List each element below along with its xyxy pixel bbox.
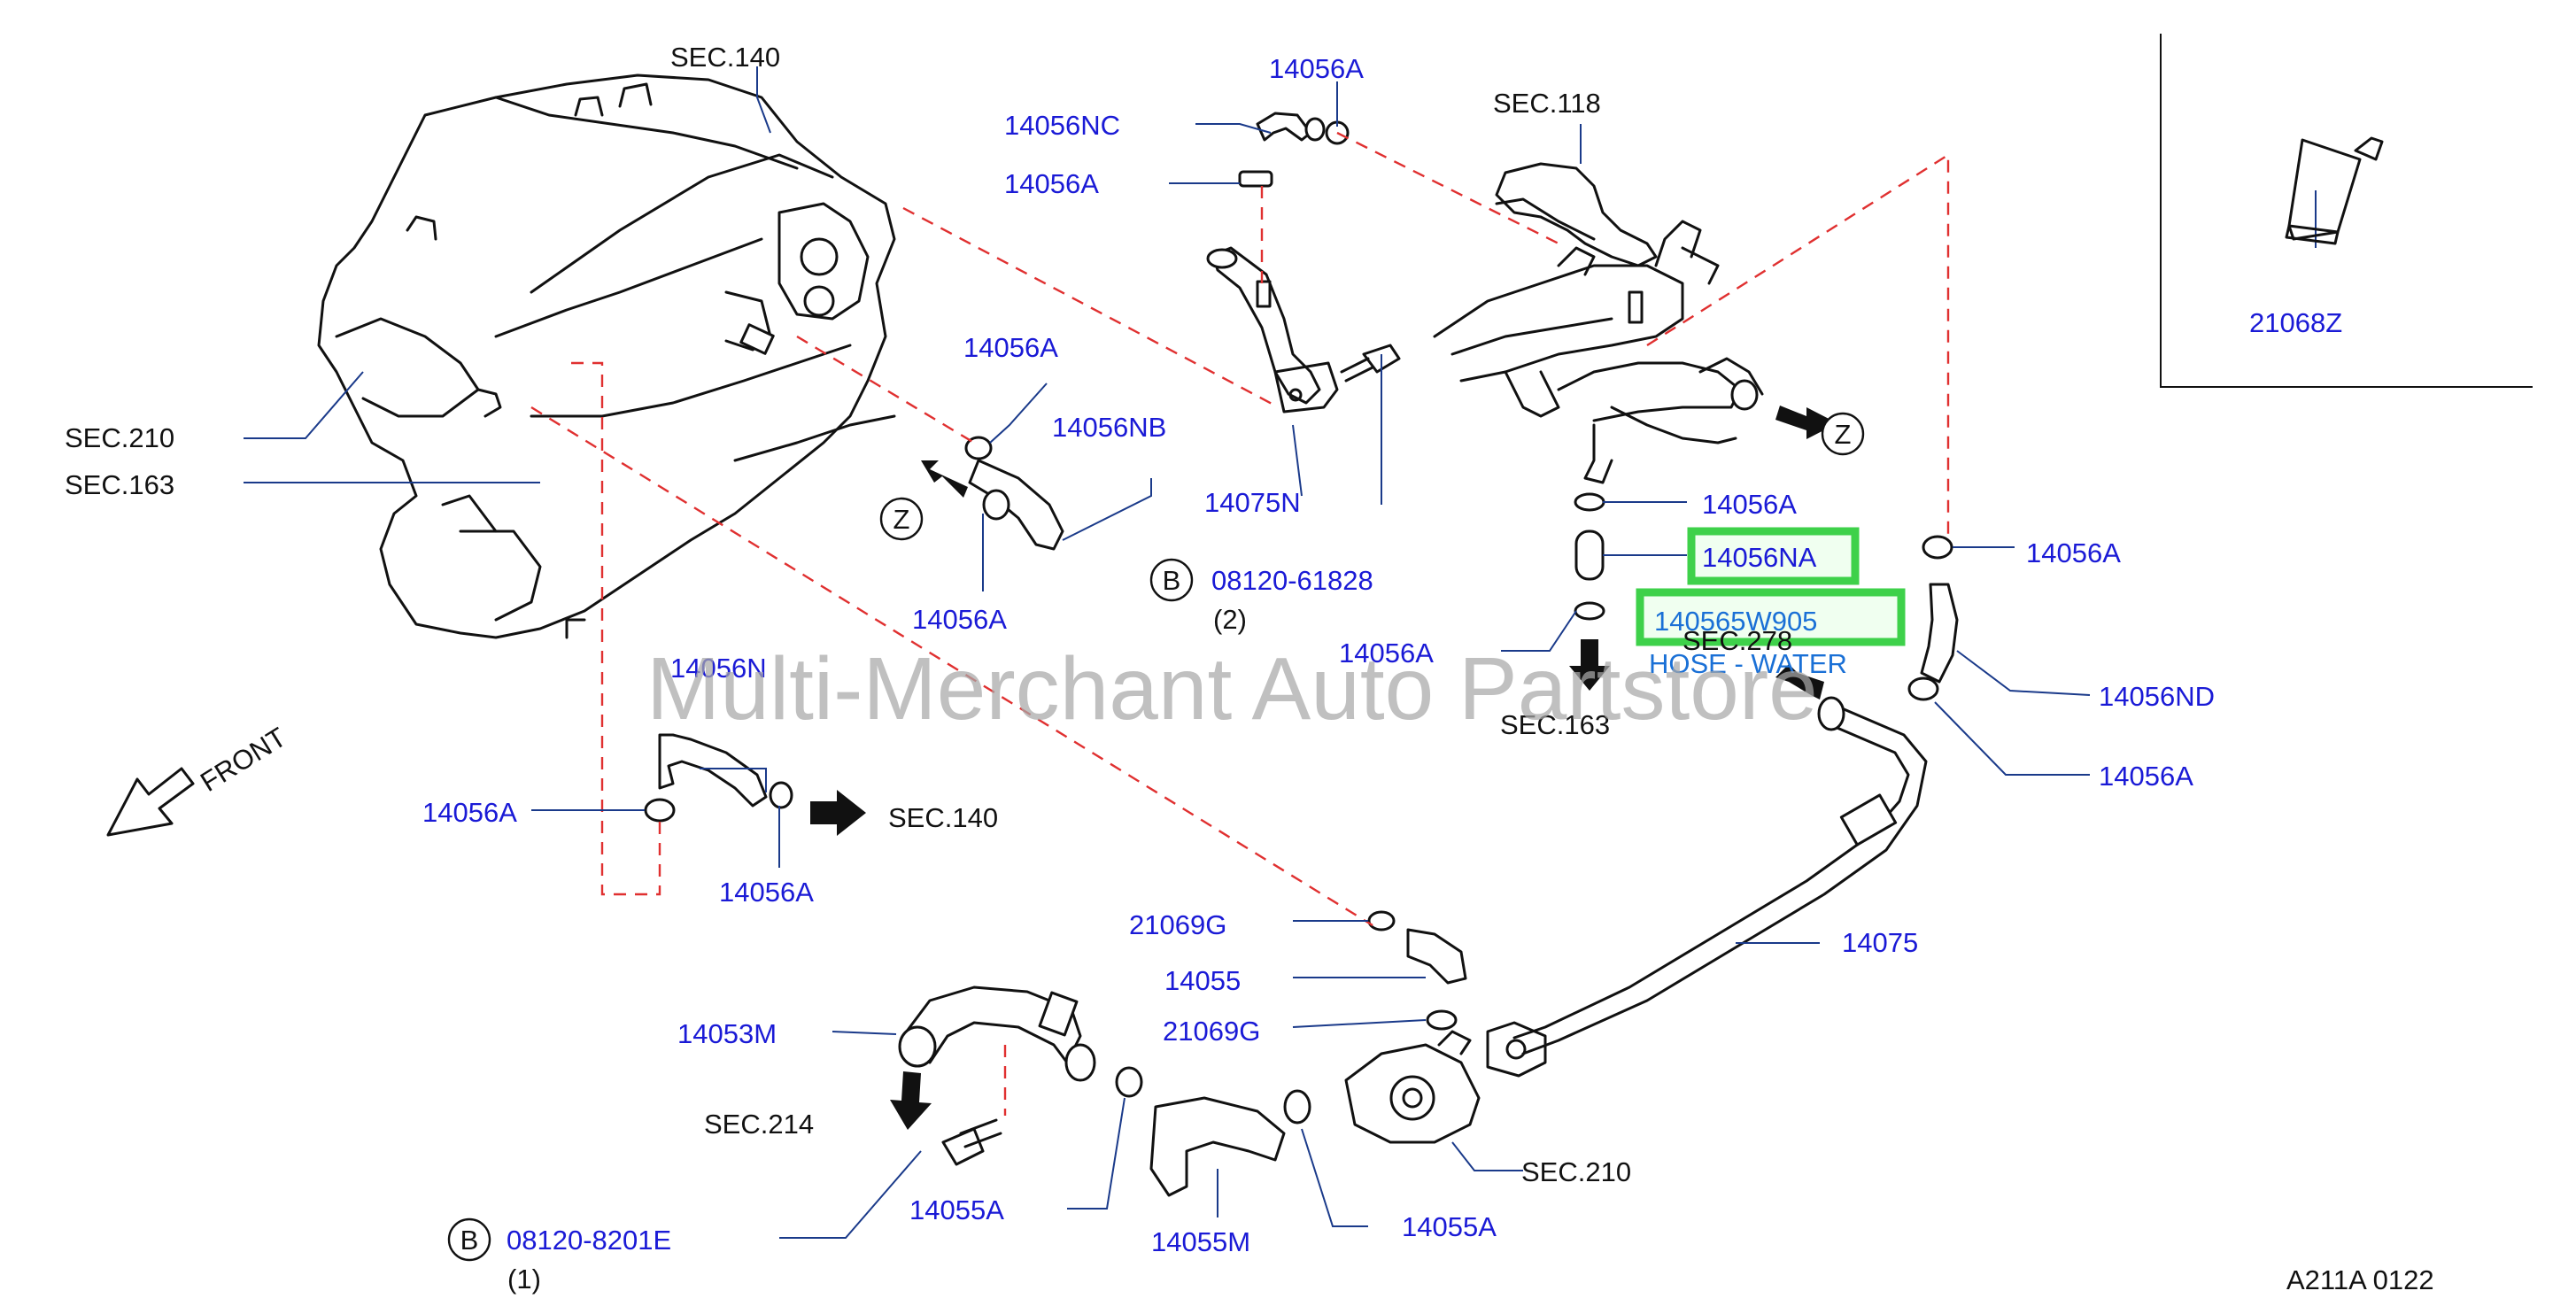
bubble-z-right: Z (1821, 412, 1865, 456)
highlighted-part-description: HOSE - WATER (1649, 648, 1847, 679)
label-14055: 14055 (1164, 965, 1241, 996)
label-08120-61828: 08120-61828 (1211, 565, 1373, 596)
svg-text:B: B (1163, 565, 1181, 596)
label-qty-1: (1) (507, 1264, 541, 1295)
label-sec163-mid: SEC.163 (1500, 709, 1610, 740)
label-sec140-bottom: SEC.140 (888, 802, 998, 833)
label-14055a-2: 14055A (1402, 1211, 1497, 1242)
label-sec210-bottom: SEC.210 (1521, 1156, 1631, 1187)
label-14056a-top: 14056A (1269, 53, 1364, 84)
bubble-b-bottom: B (447, 1217, 491, 1262)
arrow-sec140-right (810, 790, 866, 836)
label-14056a-10: 14056A (719, 877, 814, 908)
leader-lines (244, 66, 2317, 1239)
label-sec210-left: SEC.210 (65, 422, 174, 453)
label-14056nc: 14056NC (1004, 110, 1120, 141)
label-14075n: 14075N (1204, 487, 1301, 518)
label-21069g-1: 21069G (1129, 909, 1226, 940)
label-14056a-7: 14056A (2026, 537, 2121, 568)
svg-text:B: B (460, 1225, 479, 1256)
label-14056a-4: 14056A (912, 604, 1007, 635)
svg-text:Z: Z (1835, 419, 1852, 450)
lower-hoses-illustration (898, 910, 1481, 1197)
red-dashed-connection-lines (530, 131, 1950, 1116)
label-14056nb: 14056NB (1052, 412, 1166, 443)
label-14053m: 14053M (677, 1018, 777, 1049)
sealant-tube-illustration (2285, 136, 2384, 245)
label-sec278: SEC.278 (1683, 625, 1792, 656)
label-21068z: 21068Z (2249, 307, 2342, 338)
direction-arrows (106, 406, 1837, 1130)
label-sec118: SEC.118 (1493, 88, 1601, 119)
label-14056n: 14056N (670, 653, 767, 684)
water-manifold-illustration (1433, 162, 1764, 484)
highlight-14056na[interactable] (1687, 527, 1860, 585)
label-08120-8201e: 08120-8201E (507, 1225, 671, 1256)
label-14056nd: 14056ND (2099, 681, 2215, 712)
label-14056a-5: 14056A (1702, 489, 1797, 520)
label-14055a-1: 14055A (909, 1194, 1004, 1225)
arrow-sec163-down (1569, 639, 1610, 691)
label-qty-2: (2) (1213, 604, 1247, 635)
label-14056na: 14056NA (1702, 542, 1817, 573)
label-sec214: SEC.214 (704, 1109, 814, 1140)
label-14056a-6: 14056A (1339, 638, 1434, 669)
arrow-sec214-down (890, 1071, 932, 1130)
label-14056a-3: 14056A (963, 332, 1058, 363)
watermark-text: Multi-Merchant Auto Partstore (646, 639, 1818, 738)
engine-block-illustration (317, 73, 896, 639)
water-pipe-14075-illustration (1486, 696, 1928, 1078)
center-hoses-illustration (644, 436, 1959, 823)
bubble-b-top: B (1149, 558, 1194, 602)
inset-box (2160, 34, 2533, 388)
pipe-14075n-illustration (1206, 112, 1401, 414)
label-sec163-left: SEC.163 (65, 469, 174, 500)
diagram-code: A211A 0122 (2286, 1264, 2434, 1295)
label-14056a-8: 14056A (2099, 761, 2193, 792)
label-21069g-2: 21069G (1163, 1016, 1260, 1047)
label-14075: 14075 (1842, 927, 1918, 958)
bubble-z-left: Z (879, 497, 924, 541)
highlight-140565w905[interactable] (1636, 588, 1906, 646)
svg-text:Z: Z (893, 504, 910, 535)
front-arrow (106, 767, 195, 837)
label-14056a-9: 14056A (422, 797, 517, 828)
highlighted-part-callout[interactable]: 140565W905 HOSE - WATER (1649, 606, 1847, 679)
label-sec140-top: SEC.140 (670, 42, 780, 73)
arrow-sec278-up (1775, 664, 1824, 700)
label-14056a-2: 14056A (1004, 168, 1099, 199)
label-front: FRONT (195, 722, 291, 798)
highlighted-part-number: 140565W905 (1654, 606, 1817, 637)
label-14055m: 14055M (1151, 1226, 1250, 1257)
arrow-to-z-left (921, 460, 968, 498)
